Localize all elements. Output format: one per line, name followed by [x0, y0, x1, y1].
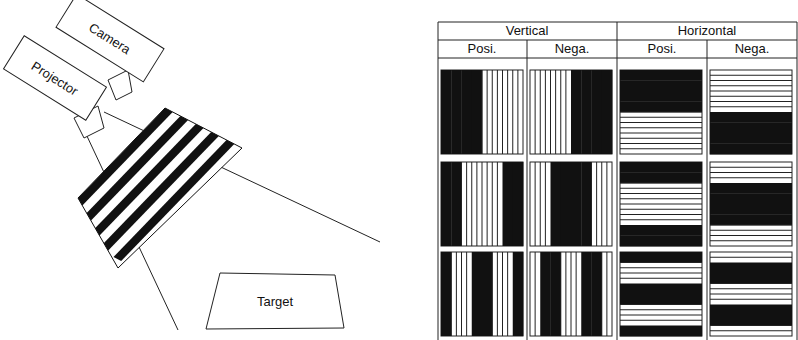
stripe	[98, 105, 245, 253]
code-patterns	[441, 70, 792, 336]
table-frame	[438, 22, 797, 340]
table-header: Vertical	[506, 23, 549, 39]
stripe-plane-outline	[78, 108, 242, 268]
table-subheader: Posi.	[648, 41, 677, 57]
target-shape: Target	[205, 272, 345, 330]
table-subheader: Nega.	[735, 41, 770, 57]
stripe	[114, 113, 261, 261]
table-subheader: Posi.	[468, 41, 497, 57]
table-header: Horizontal	[678, 23, 737, 39]
camera-lens	[108, 70, 132, 100]
table-subheader: Nega.	[555, 41, 590, 57]
node-label: Target	[257, 294, 293, 309]
